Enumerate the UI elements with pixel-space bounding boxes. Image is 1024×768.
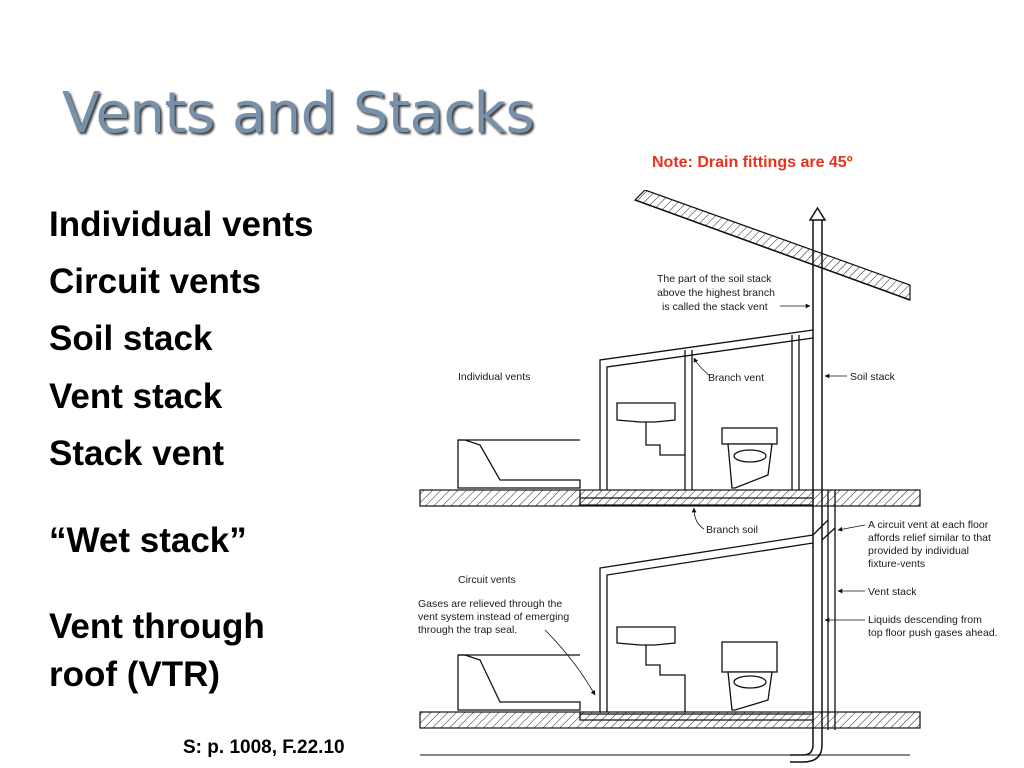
label-branch-soil: Branch soil [706,524,758,536]
plumbing-diagram: The part of the soil stack above the hig… [418,190,998,763]
bullet-wet-stack: “Wet stack” [49,521,247,560]
roof [633,190,911,301]
drain-fittings-note: Note: Drain fittings are 45º [652,154,853,171]
bullet-vent-stack: Vent stack [49,377,223,416]
label-stack-vent-line2: above the highest branch [657,287,775,299]
upper-bathtub [457,439,581,489]
label-gases-line2: vent system instead of emerging [418,611,569,623]
upper-water-closet [721,427,778,489]
label-circuit-vents: Circuit vents [458,574,516,586]
bullet-soil-stack: Soil stack [49,319,213,358]
label-circuit-vent-line4: fixture-vents [868,558,925,570]
source-citation: S: p. 1008, F.22.10 [183,737,345,758]
upper-vent-piping [579,329,814,506]
bullet-circuit-vents: Circuit vents [49,262,261,301]
label-liquids-line2: top floor push gases ahead. [868,627,998,639]
bullet-individual-vents: Individual vents [49,205,314,244]
label-gases-line3: through the trap seal. [418,624,517,636]
branch-soil-leader [691,507,705,530]
bullet-vtr-line1: Vent through [49,607,265,646]
label-circuit-vent-line2: affords relief similar to that [868,532,991,544]
label-individual-vents: Individual vents [458,371,530,383]
gases-leader [544,629,596,696]
label-stack-vent-line3: is called the stack vent [662,301,768,313]
branch-vent-leader [693,357,711,377]
upper-lavatory [616,402,685,456]
vent-stack-pipe [827,490,836,730]
bullet-stack-vent: Stack vent [49,434,225,473]
lower-lavatory [616,626,686,712]
label-soil-stack: Soil stack [850,371,896,383]
label-liquids-line1: Liquids descending from [868,614,982,626]
slide-title: Vents and Stacks [62,81,535,146]
label-gases-line1: Gases are relieved through the [418,598,562,610]
lower-vent-piping [579,519,836,721]
label-branch-vent: Branch vent [708,372,764,384]
label-vent-stack: Vent stack [868,586,917,598]
lower-bathtub [457,654,581,711]
circuit-vent-leader [837,524,866,532]
bullet-vtr-line2: roof (VTR) [49,655,221,694]
label-circuit-vent-line1: A circuit vent at each floor [868,519,989,531]
label-circuit-vent-line3: provided by individual [868,545,969,557]
label-stack-vent-line1: The part of the soil stack [657,273,772,285]
soil-stack-pipe [790,206,827,763]
lower-water-closet [721,641,778,711]
